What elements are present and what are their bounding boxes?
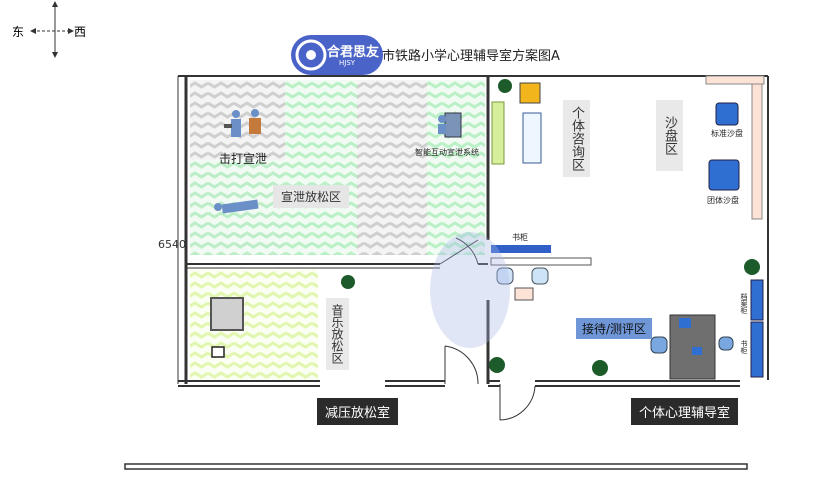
bookcase-1 [491,245,551,253]
walls [177,75,769,387]
floor-zone-green-1 [285,80,357,255]
compass-west: 西 [74,25,87,39]
desk-computer-1 [679,318,691,328]
zone-hitting: 击打宣泄 [219,152,268,166]
zone-consult: 个体咨询区 [563,100,590,177]
desk-computer-2 [692,347,702,355]
lying-figure-icon [214,199,259,214]
door-right-room [499,384,536,421]
bottom-wall [124,463,748,470]
door-left-room [444,345,479,385]
group-sand-tray [708,159,740,191]
standard-sand-tray [715,102,739,126]
armchair [519,82,541,104]
archive-cabinet [750,279,764,321]
floor-zone-lime-2 [270,300,318,381]
plant-icon [341,79,760,376]
shelf-side [751,83,763,220]
plan-title: 市铁路小学心理辅导室方案图A [382,49,560,64]
label-standard-sand: 标准沙盘 [711,129,743,138]
shelf-corner [705,75,765,85]
small-table [514,287,534,301]
zone-sandplay: 沙盘区 [656,100,683,171]
consult-table [522,112,542,164]
reception-chair-1 [650,336,668,354]
zone-interactive: 智能互动宣泄系统 [415,148,479,157]
consult-sofa [491,101,505,165]
compass-arrows-icon [30,1,74,58]
punching-figures-icon [224,109,261,137]
chair-2 [531,267,549,285]
interactive-system-icon [438,112,462,138]
label-bookcase-2: 书柜 [740,340,748,354]
logo-sub: HJSY [339,59,356,67]
label-group-sand: 团体沙盘 [707,196,739,205]
music-player-icon [211,346,225,358]
compass: 东 西 [10,0,90,60]
music-mat [210,297,244,331]
label-archive: 档案柜 [740,293,748,314]
label-bookcase-1: 书柜 [512,233,528,242]
door-partition [439,237,488,265]
logo: 合君思友 HJSY [291,35,383,75]
table-line [490,257,592,266]
logo-name: 合君思友 [327,45,380,60]
chair-1 [496,267,514,285]
floor-zone-green-2 [427,80,485,255]
room-label-right: 个体心理辅导室 [631,398,739,425]
compass-east: 东 [12,25,25,39]
room-label-left: 减压放松室 [317,398,399,425]
floor-zone-grey-2 [357,80,427,255]
zone-music: 音乐放松区 [326,298,349,370]
reception-chair-2 [718,336,734,351]
zone-venting: 宣泄放松区 [273,185,350,208]
zone-reception: 接待/测评区 [576,318,653,339]
logo-mark-icon [295,39,327,71]
watermark-logo [430,232,510,348]
dimension-label: 6540 [158,238,186,251]
bookcase-2 [750,321,764,378]
